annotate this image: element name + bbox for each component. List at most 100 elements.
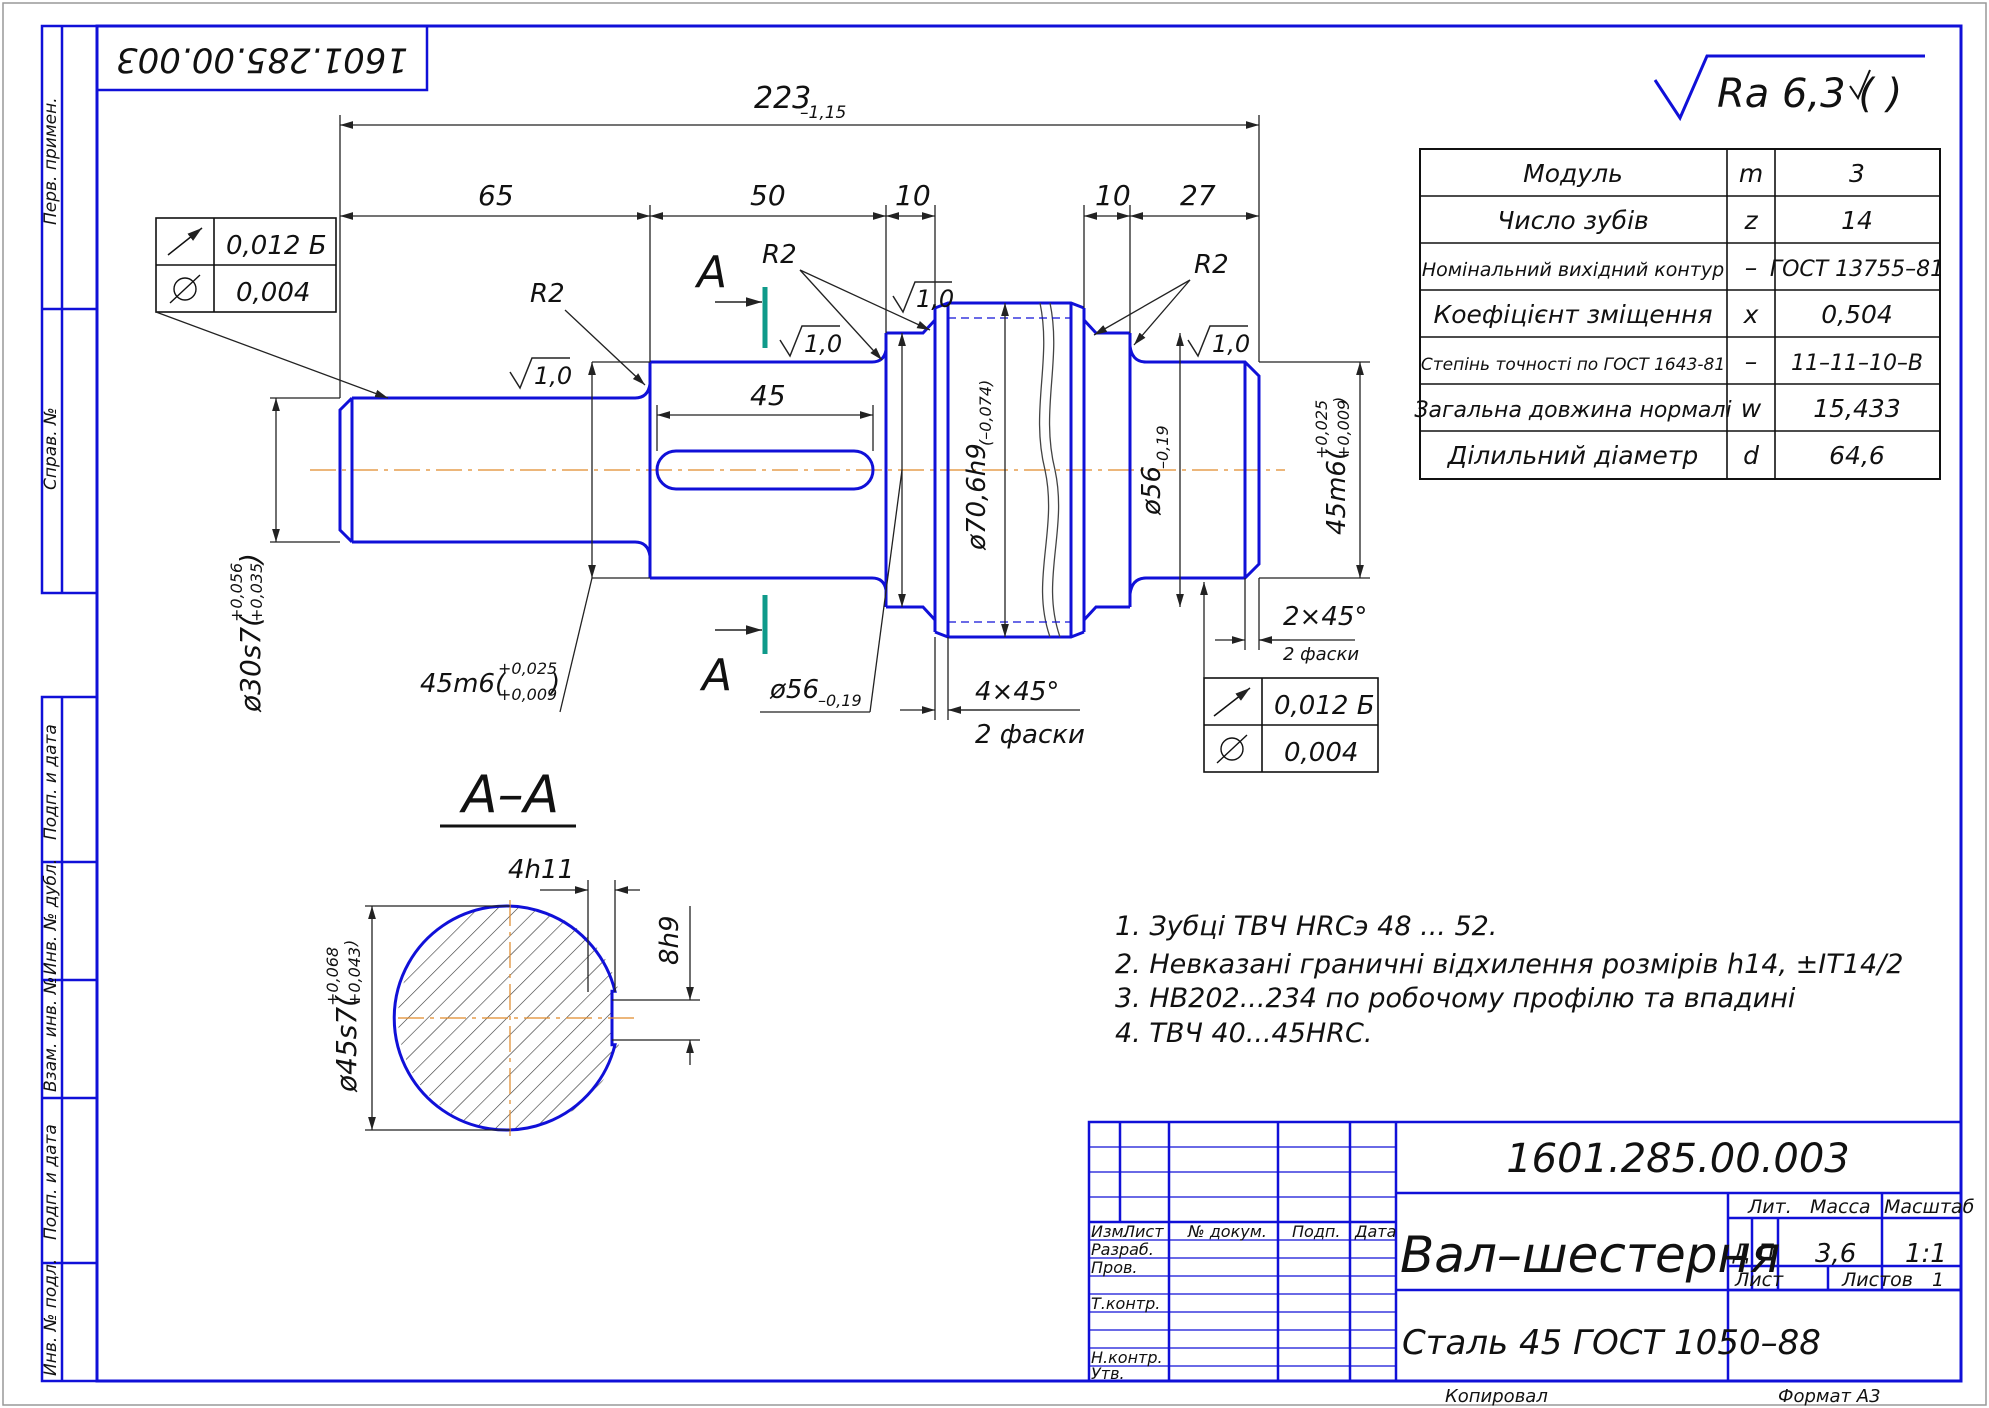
title-block-doc-number: 1601.285.00.003 (1506, 1136, 1850, 1182)
phi56b-tol: –0,19 (1153, 425, 1172, 469)
note-1: 1. Зубці ТВЧ HRCэ 48 ... 52. (1115, 911, 1497, 942)
tb-lit-1: Д (1732, 1241, 1750, 1266)
gear-row-val: 64,6 (1829, 441, 1885, 470)
tb-prov: Пров. (1091, 1258, 1138, 1277)
section-diam-lo: +0,043 (345, 947, 364, 1006)
phi70-main: ø70,6h9 (962, 443, 992, 551)
r2-left: R2 (530, 279, 565, 309)
rotated-number-box (95, 24, 429, 92)
gear-row-sym: d (1743, 441, 1759, 470)
phi70-tol: (–0,074) (976, 380, 995, 446)
ra-4: 1,0 (1212, 330, 1250, 358)
tb-data: Дата (1354, 1222, 1396, 1241)
section-markers: А А (694, 247, 768, 701)
dim-phi70: ø70,6h9 (–0,074) (962, 303, 1009, 637)
phi30-main: ø30s7( (234, 615, 267, 713)
note-3: 3. НВ202...234 по робочому профілю та вп… (1115, 983, 1796, 1014)
chamfer2-note: 2 фаски (1283, 644, 1359, 665)
gear-row-name: Степінь точності по ГОСТ 1643-81 (1421, 355, 1725, 375)
d45m6a-close: ) (548, 669, 560, 699)
phi30-close: ) (234, 553, 267, 566)
section-title: А–А (459, 765, 559, 825)
tb-scale: Масштаб (1884, 1196, 1975, 1218)
r2-mid: R2 (762, 240, 797, 270)
phi56b-main: ø56 (1137, 466, 1167, 516)
side-podp2: Подп. и дата (41, 1124, 61, 1240)
dim-overall: 223 –1,15 (339, 81, 1260, 398)
gear-row-sym: z (1743, 206, 1758, 235)
note-4: 4. ТВЧ 40...45HRC. (1115, 1018, 1372, 1049)
tb-list: Лист (1122, 1222, 1164, 1241)
r2-right: R2 (1194, 250, 1229, 280)
gear-break-line (1038, 302, 1051, 638)
footer-format: Формат А3 (1778, 1386, 1881, 1407)
tb-mass-value: 3,6 (1815, 1239, 1856, 1269)
dim-45m6-left: 45m6( +0,025 +0,009 ) (420, 361, 650, 713)
ra-2: 1,0 (804, 330, 842, 358)
gear-row-val: 3 (1849, 159, 1865, 188)
ra-1: 1,0 (534, 362, 572, 390)
roughness-general: Ra 6,3 ( ) (1653, 54, 1925, 122)
tb-razrab: Разраб. (1091, 1240, 1154, 1259)
dim-65: 65 (478, 179, 514, 212)
tb-scale-value: 1:1 (1905, 1239, 1947, 1269)
tb-tkontr: Т.контр. (1091, 1294, 1160, 1313)
side-inv-podl: Инв. № подл. (41, 1259, 61, 1376)
note-2: 2. Невказані граничні відхилення розмірі… (1115, 949, 1903, 980)
section-label-top: А (694, 247, 727, 298)
d45m6b-lo: +0,009 (1334, 400, 1353, 459)
dim-27: 27 (1180, 179, 1216, 212)
gear-row-sym: x (1743, 300, 1759, 329)
d45m6a-up: +0,025 (498, 659, 557, 678)
section-depth: 8h9 (655, 915, 685, 965)
chamfer2-value: 2×45° (1283, 602, 1367, 632)
tol-right-v1: 0,012 Б (1274, 691, 1375, 721)
phi30-up: +0,056 (227, 563, 246, 622)
dim-45: 45 (750, 379, 786, 412)
tb-sheet: Лист (1734, 1269, 1784, 1291)
section-label-bottom: А (699, 650, 732, 701)
ra-3: 1,0 (916, 285, 954, 313)
d45m6b-main: 45m6( (1322, 448, 1352, 535)
roughness-local: 1,0 1,0 1,0 1,0 (509, 281, 1250, 390)
side-strip-labels: Перв. примен. Справ. № Подп. и дата Инв.… (41, 97, 61, 1376)
radius-callouts: R2 R2 R2 (530, 240, 1229, 386)
gear-row-name: Ділильний діаметр (1447, 441, 1698, 470)
d45m6a-lo: +0,009 (498, 685, 557, 704)
section-diam-close: ) (341, 940, 360, 947)
dim-overall-tol: –1,15 (800, 103, 846, 123)
chamfer4-note: 2 фаски (975, 720, 1085, 750)
gear-row-name: Модуль (1523, 159, 1623, 188)
title-block (1087, 1120, 1963, 1383)
side-inv-dubl: Инв. № дубл. (41, 859, 61, 975)
dim-chamfer-2x45: 2×45° 2 фаски (1215, 578, 1367, 665)
tolerance-frame-right: 0,012 Б 0,004 (1200, 582, 1379, 773)
tol-left-v1: 0,012 Б (226, 231, 327, 261)
section-diam-up: +0,068 (323, 947, 342, 1006)
gear-break-line (1048, 302, 1061, 638)
tb-lit-2: П (1758, 1241, 1775, 1266)
gear-row-val: 15,433 (1813, 394, 1900, 423)
dim-10-left: 10 (895, 179, 931, 212)
dim-overall-value: 223 (754, 81, 811, 116)
title-block-title: Вал–шестерня (1400, 1226, 1780, 1284)
tolerance-frame-left: 0,012 Б 0,004 (155, 217, 389, 399)
side-podp1: Подп. и дата (41, 724, 61, 840)
gear-row-sym: m (1739, 159, 1763, 188)
tb-lit: Лит. (1747, 1196, 1792, 1218)
title-block-labels: Изм. Лист № докум. Подп. Дата Разраб. Пр… (1091, 1222, 1396, 1383)
section-contour (392, 904, 617, 1132)
gear-row-val: 11–11–10–В (1791, 351, 1923, 376)
dim-50: 50 (750, 179, 786, 212)
gear-row-sym: – (1745, 347, 1758, 376)
tb-nkontr: Н.контр. (1091, 1348, 1163, 1367)
d45m6a-main: 45m6( (420, 669, 507, 699)
side-perv: Перв. примен. (41, 97, 61, 225)
title-block-right-labels: Лит. Масса Масштаб Д П 3,6 1:1 Лист Лист… (1732, 1196, 1975, 1291)
section-width: 4h11 (508, 855, 574, 885)
section-view: ø45s7( +0,068 +0,043 ) 4h11 8h9 (323, 855, 700, 1136)
phi30-lo: +0,035 (247, 563, 266, 622)
gear-row-name: Номінальний вихідний контур (1422, 259, 1724, 281)
tb-podp: Подп. (1292, 1222, 1340, 1241)
